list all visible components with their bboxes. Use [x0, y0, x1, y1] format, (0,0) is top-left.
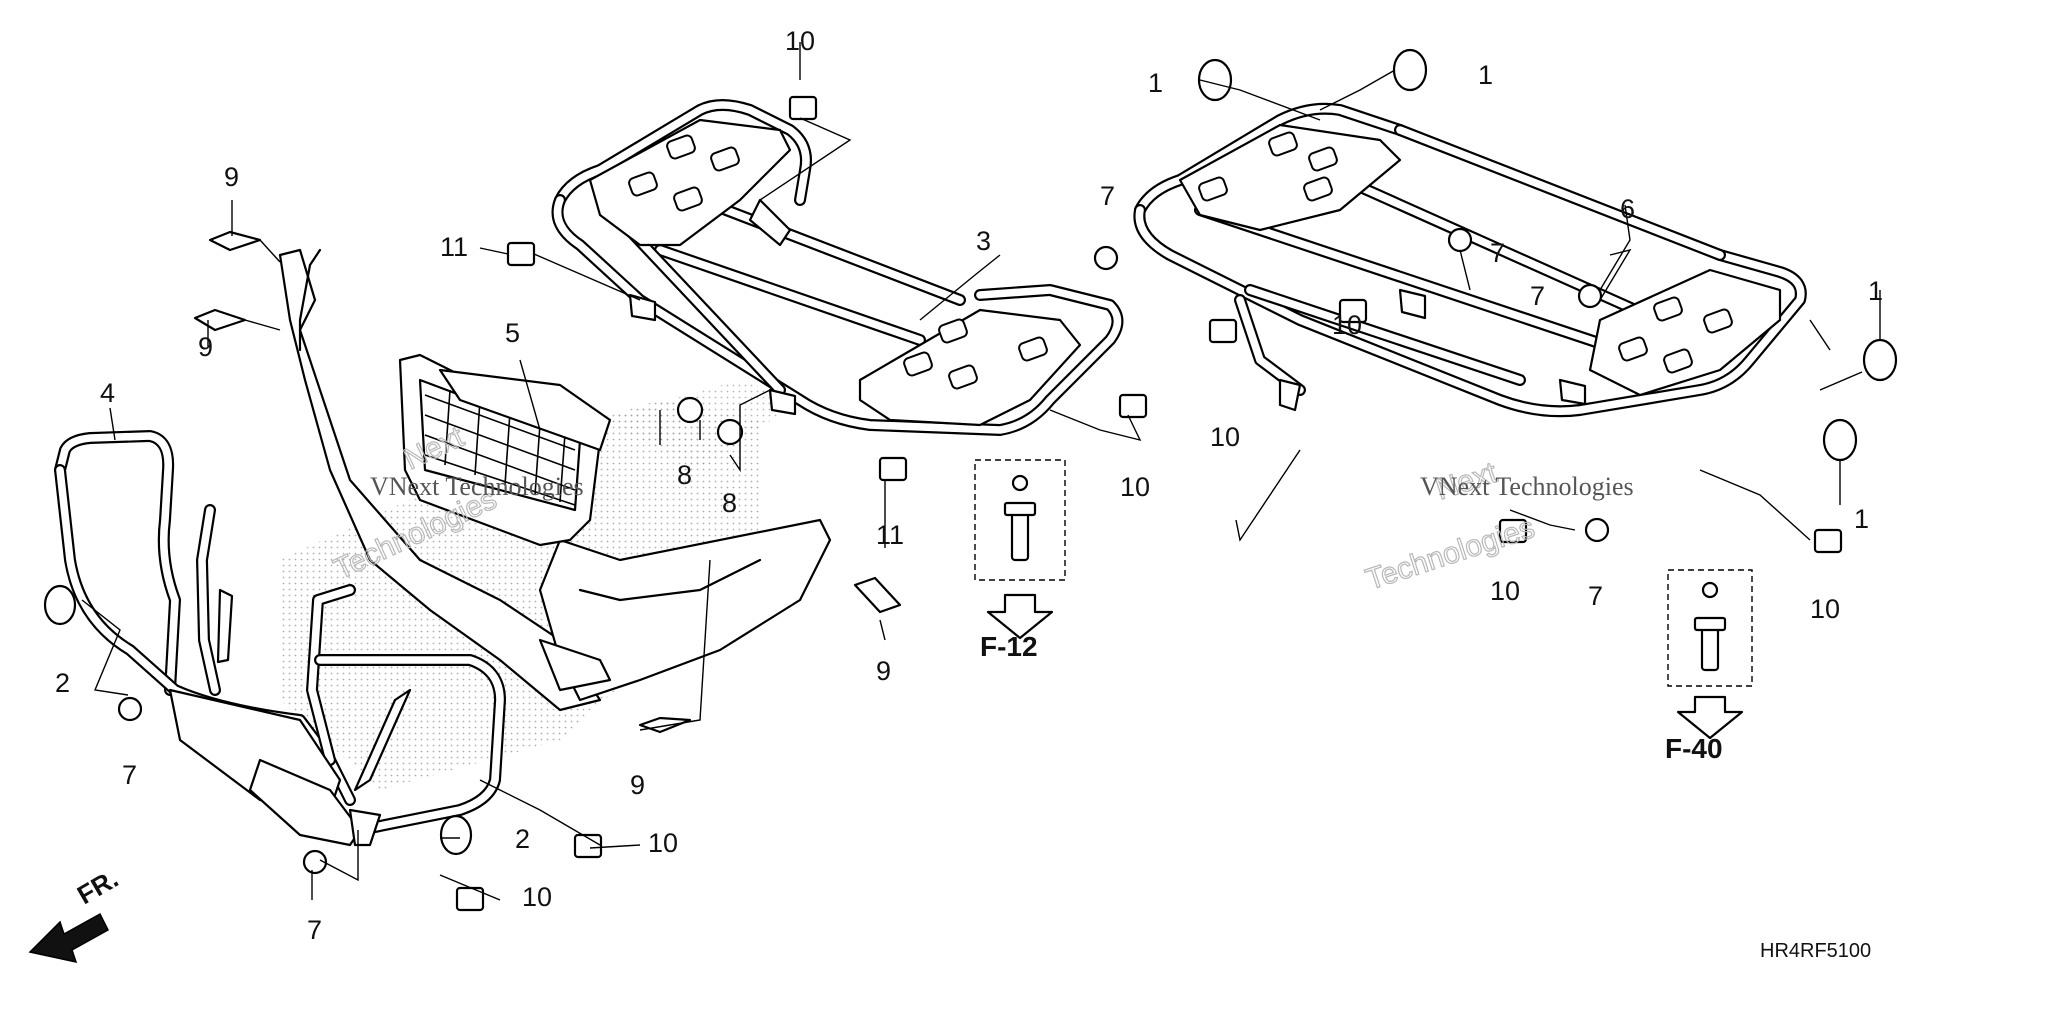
callout-6: 6 [1620, 194, 1635, 224]
callout-10: 10 [1810, 594, 1840, 624]
callout-3: 3 [976, 226, 991, 256]
reference-f40-label: F-40 [1665, 733, 1723, 764]
reference-f12-label: F-12 [980, 631, 1038, 662]
hardware-parts [43, 48, 1898, 912]
callout-labels: 1 1 1 1 2 2 3 4 5 6 7 7 7 7 7 7 8 8 9 9 … [55, 26, 1883, 945]
callout-7: 7 [1588, 581, 1603, 611]
callout-10: 10 [1210, 422, 1240, 452]
callout-10: 10 [1332, 310, 1362, 340]
watermark-brand-front: VNext Technologies [370, 472, 584, 501]
callout-10: 10 [785, 26, 815, 56]
callout-10: 10 [648, 828, 678, 858]
front-direction-arrow-icon [28, 912, 109, 964]
callout-1: 1 [1478, 60, 1493, 90]
callout-7: 7 [1530, 281, 1545, 311]
leader-lines [81, 42, 1881, 901]
callout-9: 9 [224, 162, 239, 192]
callout-9: 9 [630, 770, 645, 800]
callout-9: 9 [876, 656, 891, 686]
callout-1: 1 [1868, 276, 1883, 306]
callout-11: 11 [876, 520, 904, 550]
front-bumper-guard [54, 430, 506, 847]
callout-7: 7 [1490, 238, 1505, 268]
rear-carrier-rack [1133, 102, 1807, 418]
callout-7: 7 [1100, 181, 1115, 211]
watermark-brand-rear: VNext Technologies [1420, 472, 1634, 501]
callout-2: 2 [55, 668, 70, 698]
callout-2: 2 [515, 824, 530, 854]
front-indicator-label: FR. [72, 863, 123, 910]
reference-f40-box [1667, 569, 1753, 740]
callout-1: 1 [1148, 68, 1163, 98]
callout-8: 8 [722, 488, 737, 518]
callout-5: 5 [505, 318, 520, 348]
callout-10: 10 [1490, 576, 1520, 606]
callout-8: 8 [677, 460, 692, 490]
front-carrier-rack [551, 99, 1124, 436]
front-cover-fender [278, 248, 832, 712]
front-grille [398, 353, 612, 547]
callout-7: 7 [122, 760, 137, 790]
callout-7: 7 [307, 915, 322, 945]
callout-1: 1 [1854, 504, 1869, 534]
reference-f12-box [974, 459, 1066, 640]
callout-4: 4 [100, 378, 115, 408]
callout-10: 10 [1120, 472, 1150, 502]
callout-10: 10 [522, 882, 552, 912]
callout-11: 11 [440, 232, 468, 262]
drawing-code: HR4RF5100 [1760, 940, 1871, 962]
callout-9: 9 [198, 332, 213, 362]
